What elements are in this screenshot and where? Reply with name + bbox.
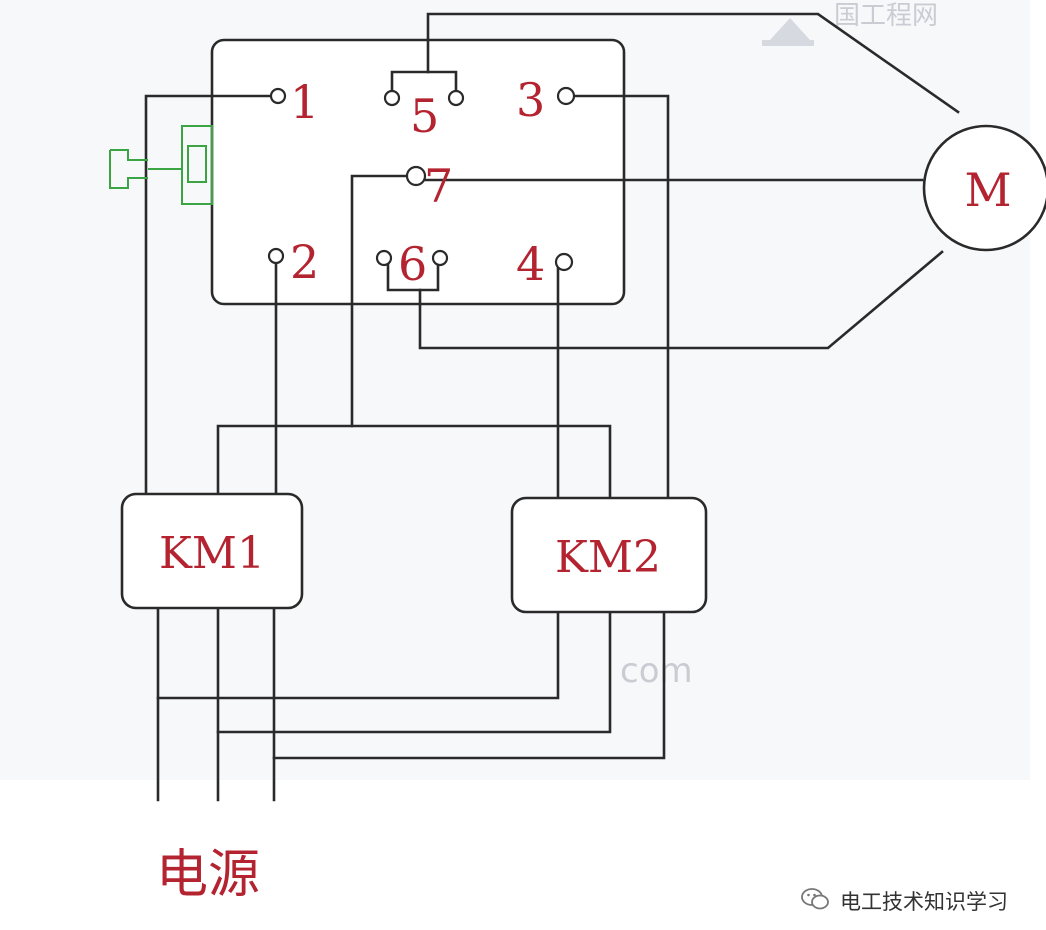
- terminal-points: [267, 86, 576, 272]
- terminal-label-1: 1: [290, 75, 319, 129]
- contactor-km1: KM1: [120, 492, 304, 610]
- terminal-label-3: 3: [516, 73, 545, 127]
- motor-label: M: [964, 163, 1011, 217]
- chat-bubble-icon: [801, 888, 829, 910]
- wires: [144, 12, 960, 802]
- terminal-label-4: 4: [516, 237, 545, 291]
- watermark-logo-top: 国工程网: [762, 1, 938, 46]
- terminal-labels: 1 5 3 7 2 6 4: [290, 73, 545, 291]
- account-name: 电工技术知识学习: [840, 890, 1008, 914]
- switch-symbol: [109, 125, 213, 205]
- motor-circle: [922, 124, 1046, 252]
- terminal-label-6: 6: [398, 237, 427, 291]
- contactor-km2: KM2: [510, 496, 708, 614]
- contactor-km1-label: KM1: [159, 528, 265, 579]
- terminal-label-7: 7: [424, 159, 453, 213]
- watermark-top-text: 国工程网: [834, 1, 938, 31]
- terminal-label-2: 2: [290, 235, 319, 289]
- contactor-km2-label: KM2: [555, 532, 661, 583]
- terminal-label-5: 5: [410, 89, 439, 143]
- power-source-label: 电源: [156, 845, 260, 905]
- watermark-middle-text: com: [620, 651, 693, 691]
